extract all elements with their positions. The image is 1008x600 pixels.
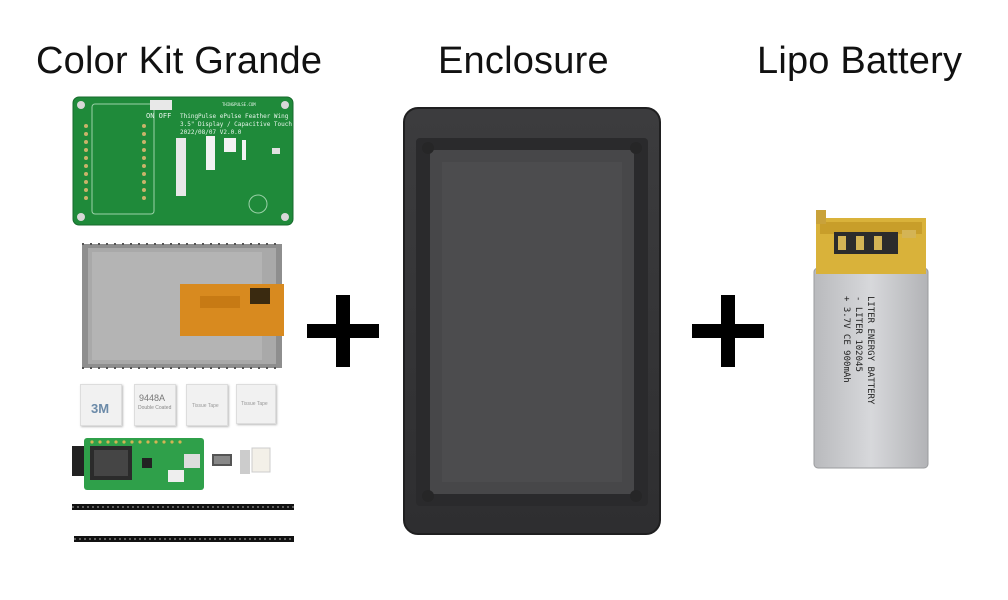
display-panel-image [82,243,284,369]
tape-label: Tissue Tape [192,403,219,409]
pcb-line-1: ThingPulse ePulse Feather Wing [180,113,289,120]
pcb-maker: THINGPULSE.COM [222,102,256,107]
pcb-line-3: 2022/08/07 V2.0.0 [180,129,242,136]
heading-lipo-battery: Lipo Battery [757,40,963,82]
battery-label-3: + 3.7V CE 900mAh [841,296,851,383]
tape-pad-9448a: 9448A Double Coated [134,384,176,426]
lipo-battery-image: LITER ENERGY BATTERY - LITER 102045 + 3.… [813,210,929,469]
heading-enclosure: Enclosure [438,40,609,82]
heading-color-kit-grande: Color Kit Grande [36,40,323,82]
feather-board-image [72,438,271,490]
plus-sign-icon [692,295,764,367]
pcb-switch-label: ON OFF [146,112,171,120]
header-pins-image [72,504,294,542]
pcb-line-2: 3.5" Display / Capacitive Touch [180,121,292,128]
plus-sign-icon [307,295,379,367]
tape-label: Double Coated [138,405,172,411]
tape-pad-3m: 3M [80,384,122,426]
tape-pad-tissue: Tissue Tape [236,384,276,424]
tape-label: Tissue Tape [241,401,268,407]
enclosure-image [403,107,661,535]
battery-label-2: - LITER 102045 [853,296,863,372]
pcb-board-image: ON OFF ThingPulse ePulse Feather Wing 3.… [72,96,294,226]
battery-label-1: LITER ENERGY BATTERY [865,296,875,405]
tape-label: 9448A [139,393,166,403]
tape-label: 3M [91,401,110,416]
tape-pad-tissue: Tissue Tape [186,384,228,426]
